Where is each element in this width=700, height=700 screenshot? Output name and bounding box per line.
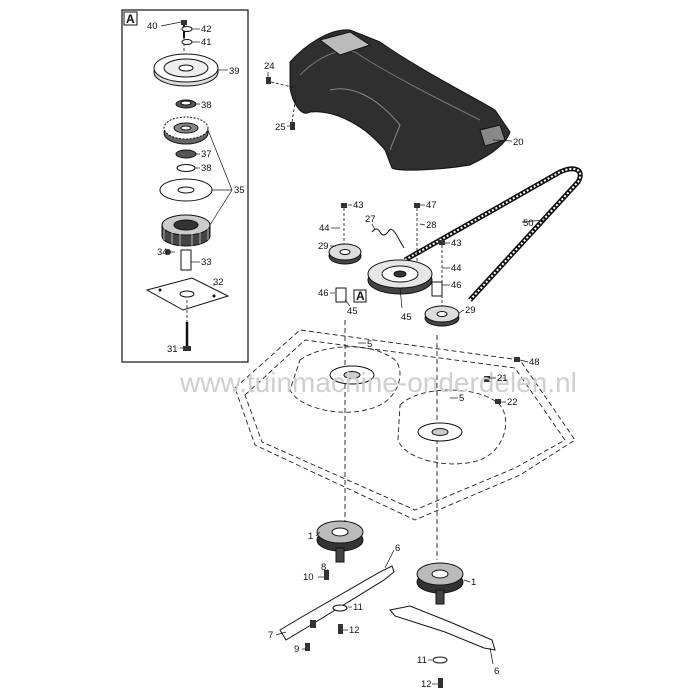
label-25: 25 [275,122,286,133]
screw-21-icon [484,376,490,382]
blade-fastener-7-9-icon [305,570,329,651]
label-46a: 46 [318,288,329,299]
label-45a: 45 [347,306,358,317]
label-6a: 6 [395,543,400,554]
plate-32-icon [145,277,230,311]
washer-41-icon [181,39,193,45]
label-47: 47 [426,200,437,211]
label-38b: 38 [201,163,212,174]
idler-pulley-left-icon [328,243,362,265]
bolt-31-icon [183,300,191,351]
label-20: 20 [513,137,524,148]
belt-cover-20-icon [289,29,511,171]
label-8: 8 [321,562,326,573]
idler-pulley-right-icon [424,305,460,327]
pulley-39-icon [153,53,219,87]
label-11a: 11 [353,602,363,613]
label-9: 9 [294,644,299,655]
label-39: 39 [229,66,240,77]
blade-spindle-left-icon [316,520,364,563]
pin-34-icon [165,249,171,255]
label-40: 40 [147,21,158,32]
label-32: 32 [213,277,224,288]
blade-bolt-left-icon [332,604,348,634]
screw-24-icon [266,77,297,89]
main-leaders [267,72,546,685]
label-12b: 12 [421,679,432,690]
label-10: 10 [303,572,314,583]
label-44a: 44 [319,223,330,234]
blade-bolt-right-icon [432,656,448,688]
bolt-43-left-icon [341,203,347,244]
label-1b: 1 [471,577,476,588]
label-43b: 43 [451,238,462,249]
label-29b: 29 [465,305,476,316]
label-34: 34 [157,247,168,258]
label-48: 48 [529,357,540,368]
mower-deck-icon [234,320,576,560]
washer-42-icon [181,26,193,32]
detail-box-a: A [121,9,249,363]
label-41: 41 [201,37,212,48]
bolt-47-icon [414,203,420,262]
label-7: 7 [268,630,273,641]
label-6b: 6 [494,666,499,677]
label-38a: 38 [201,100,212,111]
label-5b: 5 [459,393,464,404]
detail-leaders [160,21,233,349]
callout-a-tag: A [356,289,365,303]
label-21: 21 [497,373,508,384]
label-42: 42 [201,24,212,35]
gear-pulley-icon [163,116,209,145]
label-12a: 12 [349,625,360,636]
deck-spindle-right-icon [417,422,463,442]
label-5a: 5 [367,339,372,350]
label-35: 35 [234,185,245,196]
label-29a: 29 [318,241,329,252]
label-11b: 11 [417,655,427,666]
label-1a: 1 [308,531,313,542]
label-27: 27 [365,214,376,225]
spacer-46-right-icon [431,281,443,297]
callout-a-box [353,289,367,303]
bearing-38-icon [175,99,197,109]
spacer-33-icon [180,249,192,271]
plate-35-icon [159,178,213,202]
label-24: 24 [264,61,275,72]
label-33: 33 [201,257,212,268]
label-43a: 43 [353,200,364,211]
bearing-38b-icon [176,164,196,172]
clutch-assembly-a-icon [367,259,433,295]
spacer-46-left-icon [335,287,347,303]
label-45b: 45 [401,312,412,323]
label-44b: 44 [451,263,462,274]
bolt-43-right-icon [439,240,445,306]
label-28: 28 [426,220,437,231]
spring-27-icon [371,228,405,249]
label-46b: 46 [451,280,462,291]
clutch-hub-icon [161,214,211,247]
blade-left-icon [279,565,395,641]
label-50: 50 [523,218,534,229]
blade-right-icon [389,605,496,651]
watermark-text: www.tuinmachine-onderdelen.nl [179,367,577,398]
drive-belt-50-icon [403,166,583,302]
detail-box-tag: A [126,12,135,26]
label-31: 31 [167,344,178,355]
bearing-37-icon [175,149,197,159]
screw-22-icon [495,399,501,404]
label-37: 37 [201,149,212,160]
deck-spindle-left-icon [329,365,375,385]
screw-25-icon [290,95,297,130]
screw-48-icon [514,357,520,362]
blade-spindle-right-icon [416,562,464,605]
label-22: 22 [507,397,518,408]
